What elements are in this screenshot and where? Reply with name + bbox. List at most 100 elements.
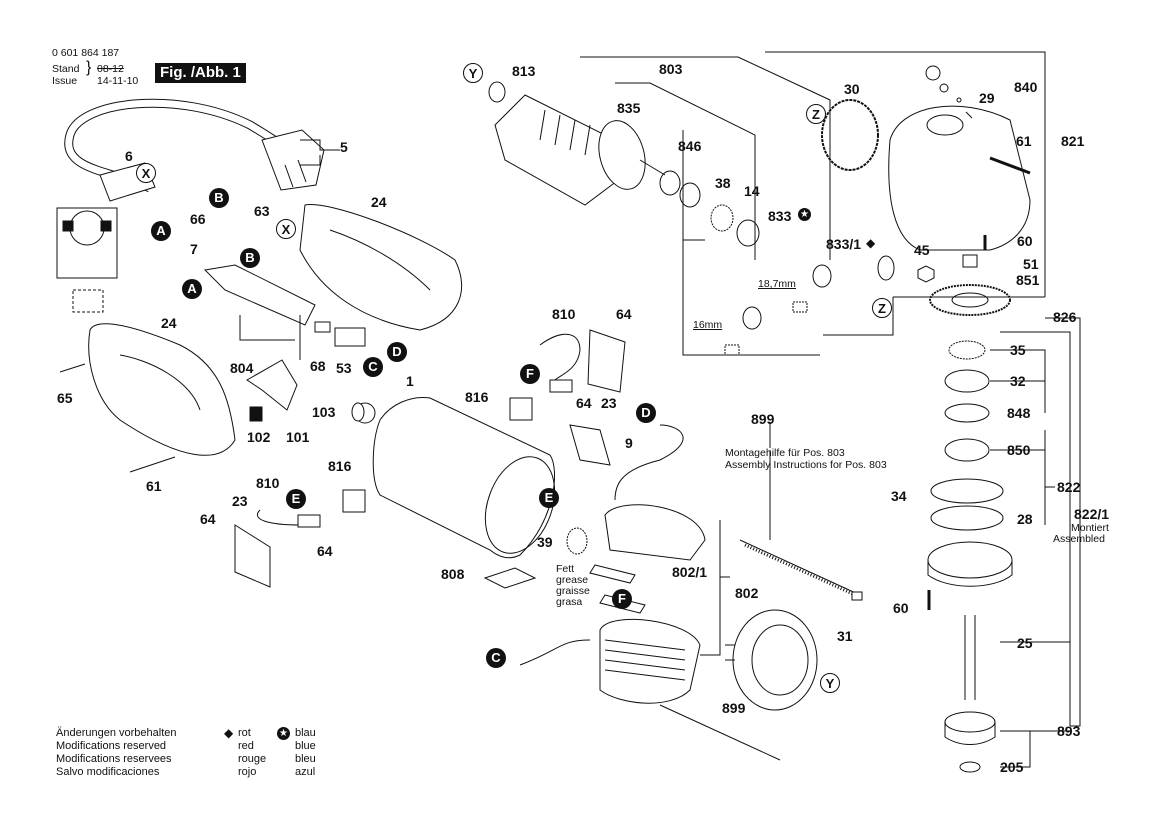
legend-blue: blau blue bleu azul [295, 727, 316, 779]
callout-b: B [240, 248, 260, 268]
pad [483, 567, 537, 589]
part-label: 802 [735, 585, 759, 601]
part-label: 821 [1061, 133, 1085, 149]
part-label: 6 [125, 148, 133, 164]
callout-e: E [539, 488, 559, 508]
stand-date: 08-12 [97, 63, 124, 75]
callout-a: A [182, 279, 202, 299]
part-label: 61 [146, 478, 162, 494]
part-label: 7 [190, 241, 198, 257]
legend-line: blau [295, 727, 316, 739]
part-label: 804 [230, 360, 254, 376]
part-label: 816 [328, 458, 352, 474]
legend-modifications: Änderungen vorbehalten Modifications res… [56, 727, 176, 779]
part-label: 102 [247, 429, 271, 445]
dimension-18-7mm: 18,7mm [758, 278, 796, 290]
callout-b: B [209, 188, 229, 208]
part-label: 9 [625, 435, 633, 451]
part-label: 103 [312, 404, 336, 420]
part-label: 205 [1000, 759, 1024, 775]
assembly-tool-upper [739, 539, 861, 596]
part-label: 816 [465, 389, 489, 405]
grease-note-en: grease [556, 574, 589, 586]
part-label: 803 [659, 61, 683, 77]
part-label: 822/1 [1074, 506, 1110, 522]
part-label: 38 [715, 175, 731, 191]
part-label: 24 [371, 194, 387, 210]
legend-line: blue [295, 740, 316, 752]
part-label: 1 [406, 373, 414, 389]
assembled-note-en: Assembled [1053, 533, 1105, 545]
callout-x: X [276, 219, 296, 239]
part-label: 848 [1007, 405, 1031, 421]
field-stator-lower [599, 618, 701, 704]
figure-label: Fig. /Abb. 1 [155, 63, 246, 83]
handle-housing-right [299, 204, 463, 331]
part-label: 60 [893, 600, 909, 616]
flange-nut [944, 711, 996, 733]
brush-cover-lower [234, 524, 271, 588]
part-label: 32 [1010, 373, 1026, 389]
brush-holder-upper [509, 397, 533, 421]
callout-z: Z [806, 104, 826, 124]
brush-holder-lower [342, 489, 366, 513]
blue-star-icon: ★ [798, 208, 811, 221]
part-label: 25 [1017, 635, 1033, 651]
part-label: 840 [1014, 79, 1038, 95]
assembled-note-de: Montiert [1071, 522, 1109, 534]
part-label: 34 [891, 488, 907, 504]
part-number: 0 601 864 187 [52, 47, 120, 59]
part-label: 851 [1016, 272, 1040, 288]
part-label: 893 [1057, 723, 1081, 739]
legend-line: rojo [238, 766, 257, 778]
gear-housing [888, 105, 1031, 251]
brush-cover-upper [587, 329, 626, 393]
legend-line: red [238, 740, 254, 752]
part-label: 63 [254, 203, 270, 219]
callout-y: Y [463, 63, 483, 83]
plug [261, 129, 325, 191]
spindle [964, 615, 976, 700]
part-label: 29 [979, 90, 995, 106]
part-label: 808 [441, 566, 465, 582]
part-label: 68 [310, 358, 326, 374]
assembly-tool-lower [659, 704, 781, 761]
callout-z: Z [872, 298, 892, 318]
grease-note-es: grasa [556, 596, 583, 608]
part-label: 28 [1017, 511, 1033, 527]
issue-label: Issue [52, 75, 78, 87]
part-label: 30 [844, 81, 860, 97]
bearing-flange [927, 541, 1013, 579]
legend-line: Salvo modificaciones [56, 766, 160, 778]
wiring-schematic [56, 207, 118, 279]
red-diamond-icon: ◆ [224, 726, 234, 740]
part-label: 813 [512, 63, 536, 79]
part-label: 64 [317, 543, 333, 559]
legend-line: rouge [238, 753, 267, 765]
legend-line: Modifications reserved [56, 740, 167, 752]
part-label: 66 [190, 211, 206, 227]
part-label: 850 [1007, 442, 1031, 458]
callout-f: F [520, 364, 540, 384]
legend-line: azul [295, 766, 316, 778]
part-label: 826 [1053, 309, 1077, 325]
assembly-note-en: Assembly Instructions for Pos. 803 [725, 459, 887, 471]
legend-line: bleu [295, 753, 316, 765]
part-label: 5 [340, 139, 348, 155]
part-label: 35 [1010, 342, 1026, 358]
callout-e: E [286, 489, 306, 509]
part-label: 53 [336, 360, 352, 376]
switch-carrier [203, 264, 316, 326]
part-label: 51 [1023, 256, 1039, 272]
stand-label: Stand [52, 63, 80, 75]
callout-x: X [136, 163, 156, 183]
part-label: 14 [744, 183, 760, 199]
blue-star-icon: ★ [277, 727, 290, 740]
part-label: 45 [914, 242, 930, 258]
part-label: 101 [286, 429, 310, 445]
callout-d: D [636, 403, 656, 423]
callout-y: Y [820, 673, 840, 693]
part-label: 64 [616, 306, 632, 322]
legend-line: Modifications reservees [56, 753, 172, 765]
